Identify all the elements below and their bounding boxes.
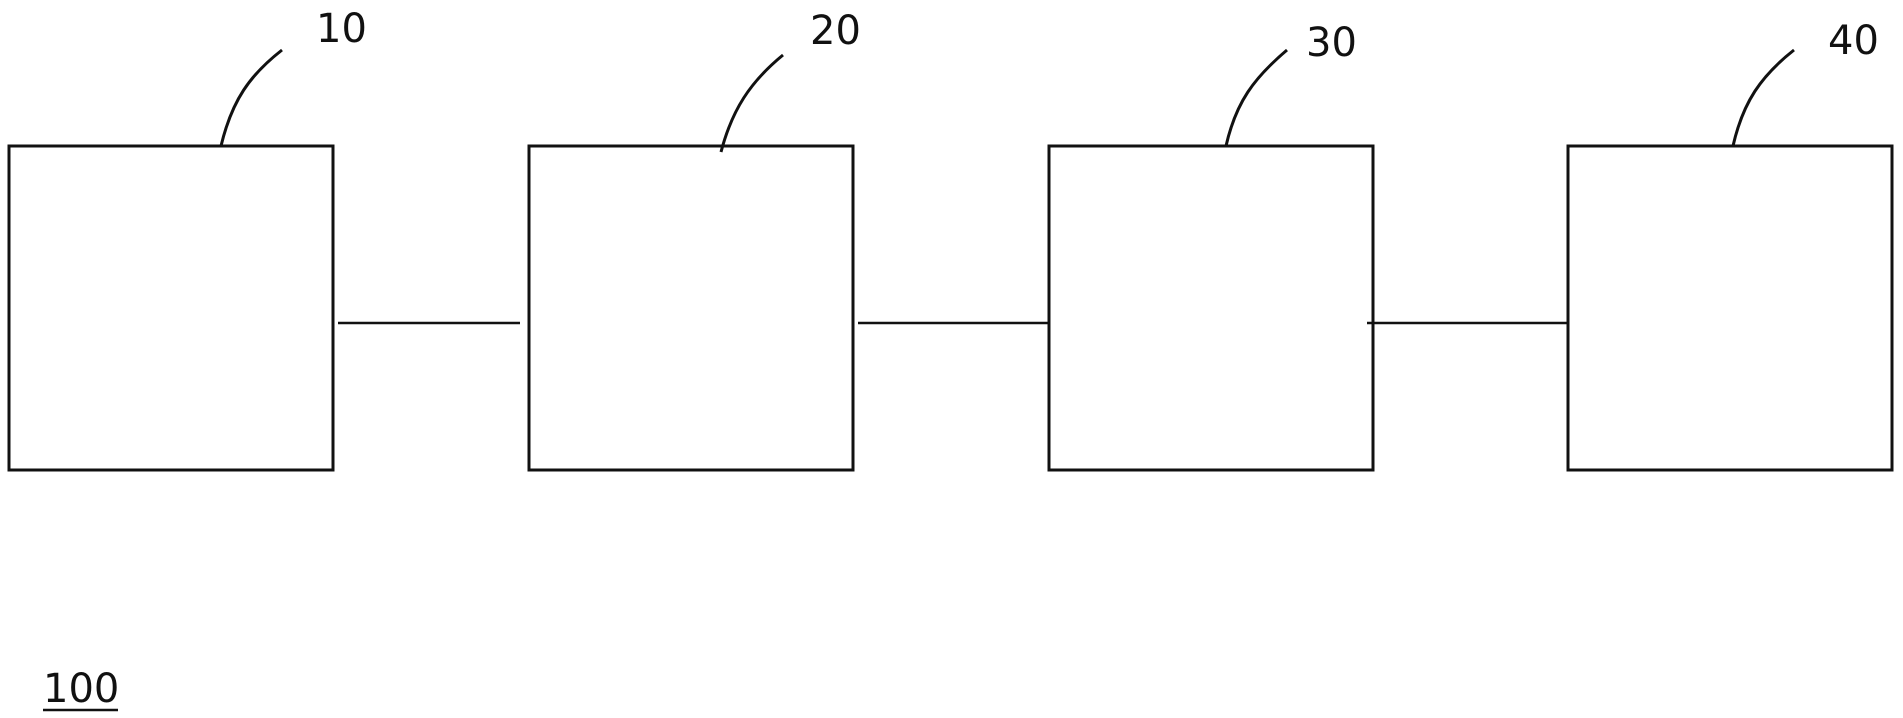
ref-label-30: 30 — [1306, 20, 1357, 66]
leader-line-30 — [1224, 48, 1288, 147]
block-30 — [1047, 144, 1375, 472]
block-10 — [7, 144, 335, 472]
leader-line-10 — [219, 48, 283, 147]
block-30-group: 30 — [1047, 20, 1375, 472]
block-40-group: 40 — [1566, 18, 1894, 472]
block-10-group: 10 — [7, 6, 367, 472]
ref-label-20: 20 — [810, 8, 861, 54]
figure-label-group: 100 — [43, 666, 119, 712]
leader-line-20 — [719, 53, 784, 153]
leader-line-40 — [1731, 48, 1795, 147]
ref-label-40: 40 — [1828, 18, 1879, 64]
figure-label: 100 — [43, 666, 119, 712]
block-20 — [527, 144, 855, 472]
block-20-group: 20 — [527, 8, 861, 472]
block-40 — [1566, 144, 1894, 472]
ref-label-10: 10 — [316, 6, 367, 52]
